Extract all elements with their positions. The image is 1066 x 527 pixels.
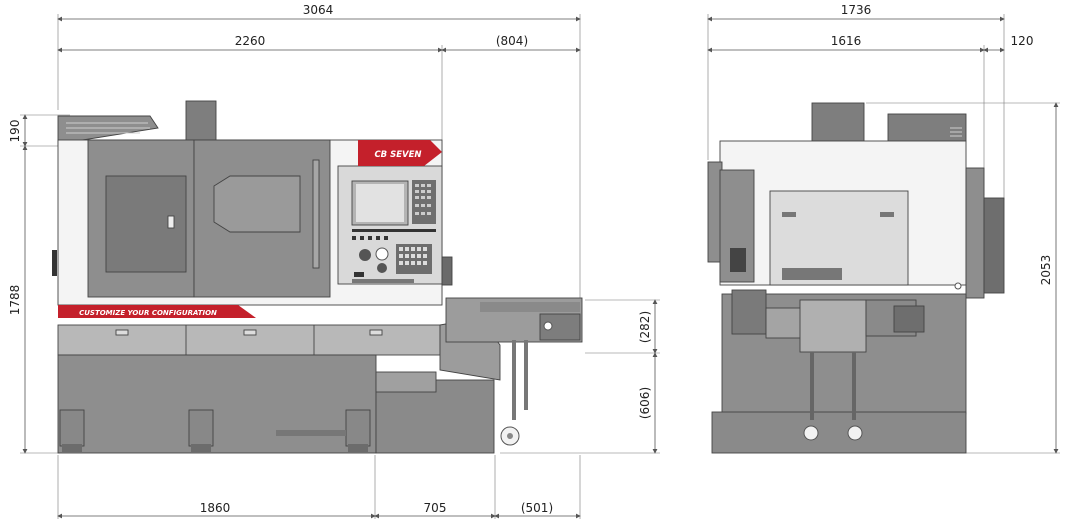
- slogan-band: [58, 305, 256, 318]
- spindle-knob-icon[interactable]: [377, 263, 387, 273]
- side-wheel-right-icon: [847, 425, 863, 441]
- cnc-screen: [356, 184, 404, 222]
- side-base: [711, 411, 967, 454]
- machine-width-label: 2260: [235, 34, 266, 48]
- keypad-top[interactable]: [412, 180, 436, 224]
- side-view: 1736 1616 120 2053: [707, 3, 1060, 454]
- side-hinge: [52, 250, 57, 276]
- conveyor-width-label: (804): [496, 34, 528, 48]
- machine-height-label: 1788: [8, 285, 22, 316]
- front-machine: CB SEVEN: [52, 100, 583, 454]
- door-handle[interactable]: [312, 159, 320, 269]
- side-top-motor: [811, 102, 865, 142]
- dim-bottom-widths: 1860 705 (501): [57, 455, 581, 519]
- model-logo-badge: [358, 140, 442, 166]
- dim-side-top: 1736 1616 120: [707, 3, 1034, 200]
- front-view: 3064 2260 (804) 190 1788 (282): [8, 3, 660, 519]
- base-width-label: 1860: [200, 501, 231, 515]
- dim-left-heights: 190 1788: [8, 114, 70, 454]
- side-machine: [707, 102, 1005, 454]
- machine-base: [57, 354, 377, 454]
- leveling-feet: [59, 409, 371, 453]
- side-conveyor-housing: [799, 299, 867, 353]
- dim-conveyor-heights: (282) (606): [500, 299, 660, 454]
- top-unit-height-label: 190: [8, 120, 22, 143]
- top-motor-unit: [185, 100, 217, 142]
- cart-overhang-label: (501): [521, 501, 553, 515]
- model-logo-text: CB SEVEN: [374, 150, 421, 160]
- feed-override-knob-icon[interactable]: [359, 249, 371, 261]
- conveyor-lower-height-label: (606): [638, 387, 652, 419]
- chip-box-width-label: 705: [424, 501, 447, 515]
- lower-cover: [57, 324, 441, 356]
- overall-height-label: 2053: [1039, 255, 1053, 286]
- emergency-stop-icon[interactable]: [375, 247, 389, 261]
- overall-depth-label: 1736: [841, 3, 872, 17]
- left-door-latch: [167, 215, 175, 229]
- side-rear-panel: [965, 167, 985, 299]
- panel-offset-label: 120: [1011, 34, 1034, 48]
- side-wheel-left-icon: [803, 425, 819, 441]
- conveyor-upper-height-label: (282): [638, 311, 652, 343]
- dim-overall-width: 3064: [57, 3, 581, 300]
- panel-side-knob: [441, 256, 453, 286]
- slogan-text: CUSTOMIZE YOUR CONFIGURATION: [79, 309, 217, 317]
- door-window: [213, 175, 301, 233]
- overall-width-label: 3064: [303, 3, 334, 17]
- body-depth-label: 1616: [831, 34, 862, 48]
- dim-side-height: 2053: [866, 102, 1060, 454]
